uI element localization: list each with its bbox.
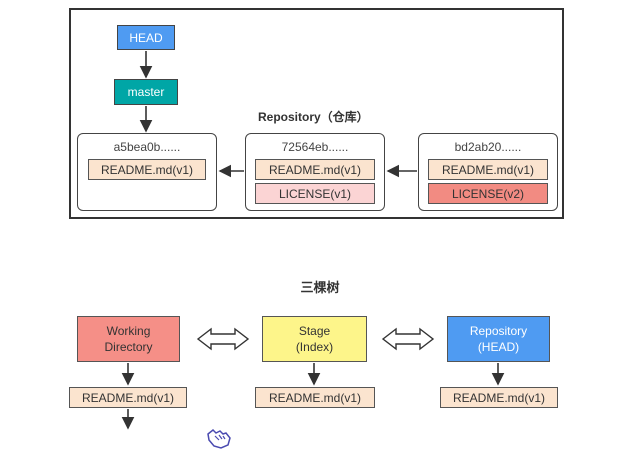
file-readme: README.md(v1): [428, 159, 548, 180]
head-label: HEAD: [129, 30, 163, 45]
file-readme: README.md(v1): [440, 387, 558, 408]
tree-label-line1: Stage: [298, 324, 331, 338]
commit-id: 72564eb......: [281, 140, 349, 154]
file-readme: README.md(v1): [255, 159, 375, 180]
commit-id: a5bea0b......: [113, 140, 181, 154]
double-arrow-icon: [196, 327, 250, 351]
file-name: LICENSE(v2): [451, 186, 525, 201]
file-readme: README.md(v1): [69, 387, 187, 408]
hand-cursor-icon: [207, 428, 231, 449]
double-arrow-icon: [381, 327, 435, 351]
file-readme: README.md(v1): [88, 159, 206, 180]
file-name: README.md(v1): [81, 390, 174, 405]
file-name: README.md(v1): [268, 162, 361, 177]
file-readme: README.md(v1): [255, 387, 375, 408]
working-directory-box: Working Directory: [77, 316, 180, 362]
master-label: master: [127, 85, 165, 99]
file-name: LICENSE(v1): [278, 186, 352, 201]
three-trees-title: 三棵树: [300, 280, 340, 295]
file-name: README.md(v1): [100, 162, 193, 177]
commit-id: bd2ab20......: [454, 140, 522, 154]
stage-index-box: Stage (Index): [262, 316, 367, 362]
head-pointer-box: HEAD: [117, 25, 175, 50]
file-name: README.md(v1): [268, 390, 361, 405]
file-name: README.md(v1): [452, 390, 545, 405]
master-branch-box: master: [114, 79, 178, 105]
tree-label-line2: (Index): [295, 340, 334, 354]
file-license: LICENSE(v1): [255, 183, 375, 204]
file-name: README.md(v1): [441, 162, 534, 177]
repository-head-box: Repository (HEAD): [447, 316, 550, 362]
repository-label: Repository（仓库）: [258, 110, 369, 124]
tree-label-line2: (HEAD): [477, 340, 520, 354]
tree-label-line1: Repository: [469, 324, 528, 338]
tree-label-line1: Working: [106, 324, 151, 338]
file-license: LICENSE(v2): [428, 183, 548, 204]
tree-label-line2: Directory: [104, 340, 153, 354]
